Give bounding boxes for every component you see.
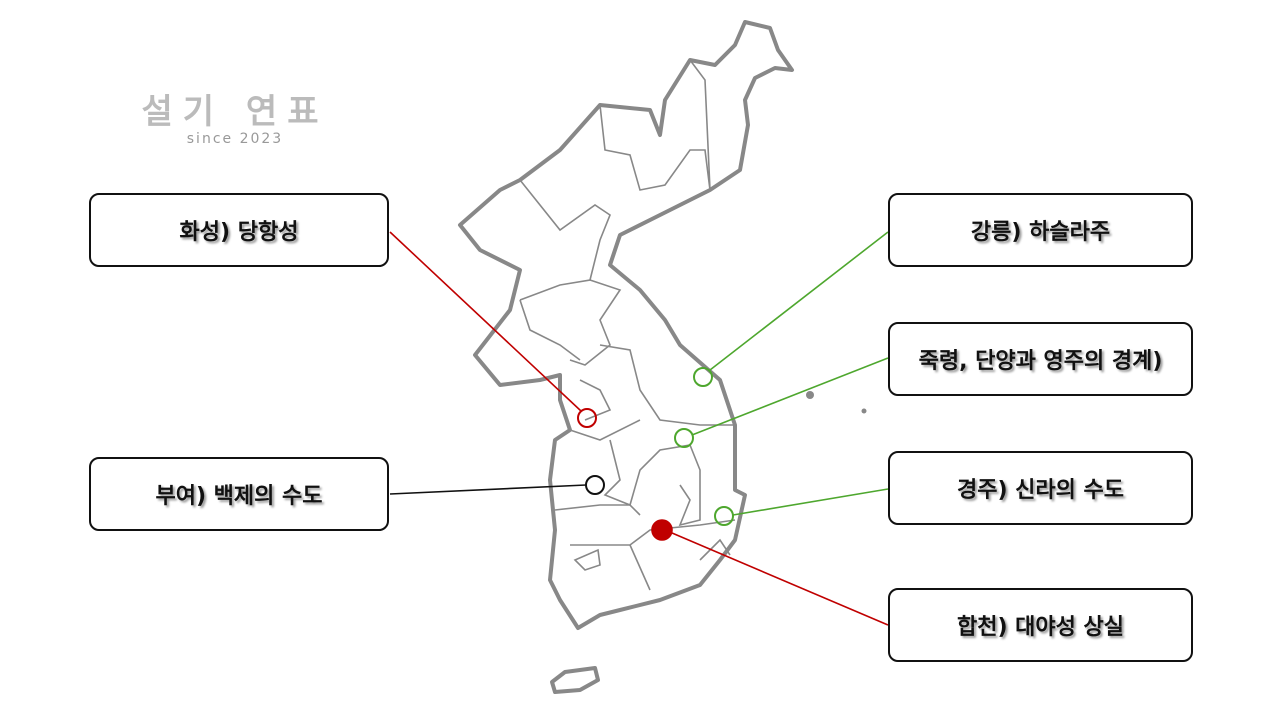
label-jukryeong: 죽령, 단양과 영주의 경계) (888, 322, 1193, 396)
label-gangneung: 강릉) 하슬라주 (888, 193, 1193, 267)
province-borders (519, 59, 736, 591)
peninsula-outline (458, 20, 794, 630)
logo-title: 설기 연표 (141, 92, 329, 132)
marker-jukryeong (674, 428, 694, 448)
marker-hapcheon (651, 519, 673, 541)
marker-gyeongju (714, 506, 734, 526)
jeju-island (550, 666, 600, 694)
connector-hwaseong (389, 231, 582, 412)
logo-subtitle: since 2023 (186, 131, 284, 147)
marker-buyeo (585, 475, 605, 495)
connector-gyeongju (732, 488, 889, 516)
label-buyeo: 부여) 백제의 수도 (89, 457, 389, 531)
connector-gangneung (709, 231, 889, 371)
label-hwaseong: 화성) 당항성 (89, 193, 389, 267)
marker-hwaseong (577, 408, 597, 428)
marker-gangneung (693, 367, 713, 387)
connector-hapcheon (664, 529, 889, 626)
label-gyeongju: 경주) 신라의 수도 (888, 451, 1193, 525)
connector-buyeo (389, 484, 587, 495)
label-hapcheon: 합천) 대야성 상실 (888, 588, 1193, 662)
connector-jukryeong (691, 357, 889, 436)
logo: 설기 연표 since 2023 (140, 84, 330, 147)
